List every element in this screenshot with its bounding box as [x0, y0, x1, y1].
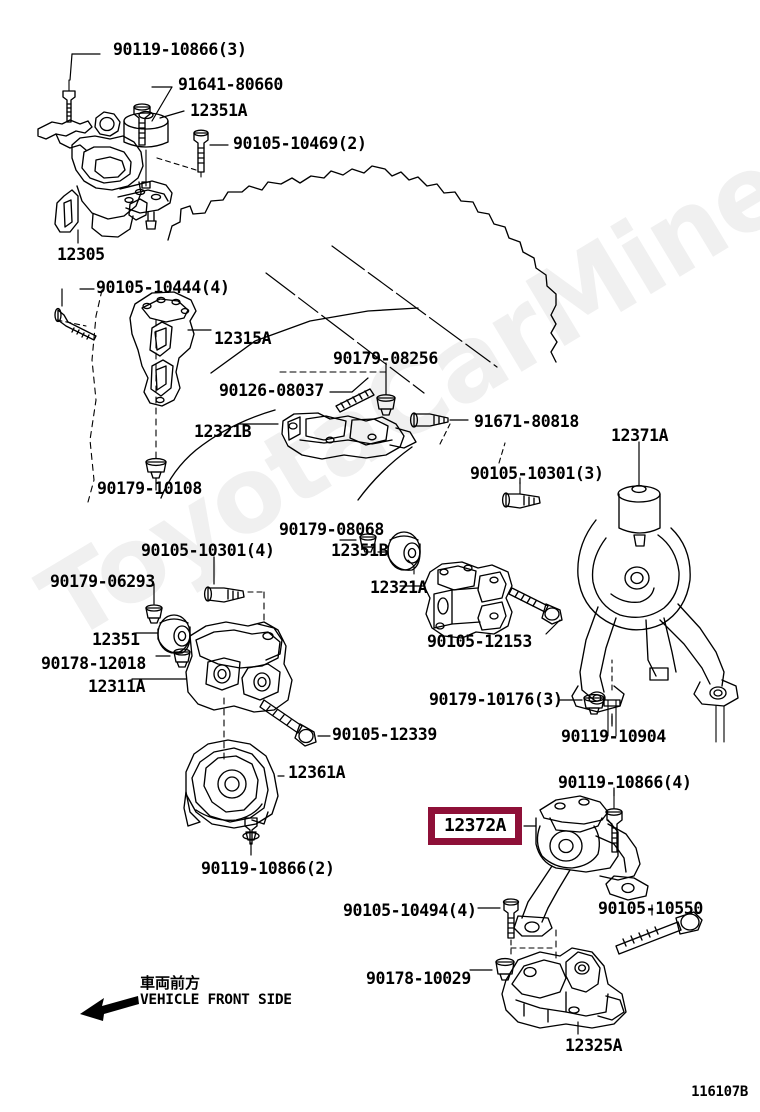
label-90119-10866-2: 90119-10866(2): [201, 859, 335, 878]
vehicle-front-japanese: 車両前方: [140, 974, 201, 992]
label-90105-10494-4: 90105-10494(4): [343, 901, 477, 920]
part-12321A-bracket: [423, 561, 513, 639]
vehicle-front-english: VEHICLE FRONT SIDE: [140, 991, 292, 1008]
bolt-91641-80660: [133, 103, 151, 146]
label-90126-08037: 90126-08037: [219, 381, 324, 400]
label-12315A: 12315A: [214, 329, 272, 348]
stud-lower-right-12371A: [715, 705, 725, 743]
bolt-90105-12153: [508, 587, 563, 625]
bolt-90119-10866-3: [62, 79, 76, 123]
bolt-90105-12339: [259, 699, 317, 747]
bolt-90105-10469-2: [193, 129, 209, 173]
bolt-91671-80818: [409, 412, 449, 428]
assembly-dash-1: [156, 157, 197, 171]
label-90105-10301-3: 90105-10301(3): [470, 464, 604, 483]
leader-90126-08037: [329, 377, 369, 393]
label-90105-12339: 90105-12339: [332, 725, 437, 744]
label-90179-08068: 90179-08068: [279, 520, 384, 539]
engine-block-hatching: [265, 245, 498, 394]
label-91641-80660: 91641-80660: [178, 75, 283, 94]
label-90178-12018: 90178-12018: [41, 654, 146, 673]
bolt-90105-10301-4: [203, 586, 245, 603]
label-12351A: 12351A: [190, 101, 248, 120]
leader-90119-10866-3-d: [69, 53, 73, 81]
vehicle-front-side-note: 車両前方 VEHICLE FRONT SIDE: [140, 975, 292, 1008]
part-12321B-bracket: [281, 412, 417, 460]
nut-90179-08068: [359, 533, 377, 553]
nut-90179-08256: [376, 394, 396, 416]
bolt-90119-10866-4: [605, 789, 623, 853]
label-90179-10108: 90179-10108: [97, 479, 202, 498]
part-12305-mount-assembly: [37, 111, 173, 238]
label-12311A: 12311A: [88, 677, 146, 696]
leader-91641-80660: [151, 86, 173, 122]
bolt-90105-10301-3: [501, 481, 541, 509]
label-90179-06293: 90179-06293: [50, 572, 155, 591]
label-12361A: 12361A: [288, 763, 346, 782]
label-12321A: 12321A: [370, 578, 428, 597]
label-90105-10444-4: 90105-10444(4): [96, 278, 230, 297]
part-12351A-insulator: [123, 110, 169, 189]
label-90178-10029: 90178-10029: [366, 969, 471, 988]
nut-90179-10108: [145, 457, 167, 479]
label-12325A: 12325A: [565, 1036, 623, 1055]
engine-block-outline: [160, 165, 558, 501]
highlighted-part-callout[interactable]: 12372A: [428, 807, 522, 845]
nut-90178-12018: [173, 648, 191, 668]
label-90119-10866-4: 90119-10866(4): [558, 773, 692, 792]
bolt-90105-10550: [615, 911, 703, 955]
part-12315A-bracket: [129, 291, 197, 407]
label-12321B: 12321B: [194, 422, 252, 441]
nut-90179-06293: [145, 604, 163, 624]
label-90179-08256: 90179-08256: [333, 349, 438, 368]
label-90105-10550: 90105-10550: [598, 899, 703, 918]
vehicle-front-arrow-icon: [78, 992, 140, 1026]
label-90105-10301-4: 90105-10301(4): [141, 541, 275, 560]
label-90105-10469-2: 90105-10469(2): [233, 134, 367, 153]
diagram-id: 116107B: [691, 1084, 748, 1100]
label-12351: 12351: [92, 630, 140, 649]
label-12305: 12305: [57, 245, 105, 264]
part-12325A-bracket: [501, 947, 627, 1029]
label-12371A: 12371A: [611, 426, 669, 445]
part-12371A-mount: [571, 484, 739, 713]
part-12351-insulator: [157, 614, 191, 654]
leader-12351A: [159, 110, 185, 119]
label-90119-10866-3: 90119-10866(3): [113, 40, 247, 59]
part-12361A-mount: [183, 739, 279, 829]
part-12311A-bracket: [185, 621, 293, 713]
bolt-90119-10866-2: [242, 817, 260, 845]
assembly-dash-left-long: [87, 289, 103, 503]
highlighted-part-number: 12372A: [443, 815, 507, 836]
label-91671-80818: 91671-80818: [474, 412, 579, 431]
label-12351B: 12351B: [331, 541, 389, 560]
bolt-90105-10494-4: [502, 898, 520, 939]
part-12351B-insulator: [387, 531, 421, 571]
part-12372A-mount: [513, 795, 649, 937]
nut-90178-10029: [495, 957, 515, 981]
label-90105-12153: 90105-12153: [427, 632, 532, 651]
label-90119-10904: 90119-10904: [561, 727, 666, 746]
leader-90105-12153: [545, 619, 561, 635]
stud-90126-08037: [335, 388, 375, 413]
nut-90179-10176-3: [583, 693, 605, 715]
stud-90119-10904: [603, 699, 621, 737]
label-90179-10176-3: 90179-10176(3): [429, 690, 563, 709]
